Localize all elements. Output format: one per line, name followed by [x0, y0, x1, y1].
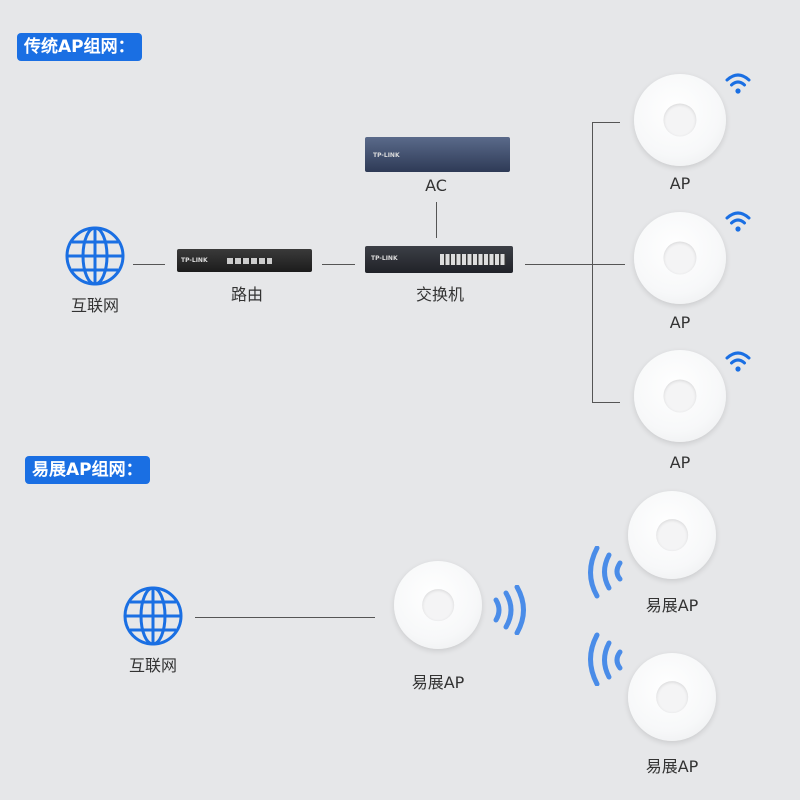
- ap-label: AP: [669, 174, 691, 193]
- link-line: [436, 202, 437, 238]
- link-line: [322, 264, 355, 265]
- mesh-ap: [628, 653, 716, 741]
- link-line: [592, 402, 620, 403]
- ap-device: [634, 212, 726, 304]
- internet-label: 互联网: [70, 296, 120, 315]
- router-device: TP-LINK: [177, 249, 312, 272]
- wifi-icon: [725, 211, 751, 232]
- mesh-ap-label: 易展AP: [645, 757, 699, 776]
- ap-label: AP: [669, 453, 691, 472]
- switch-label: 交换机: [415, 285, 465, 304]
- link-line: [133, 264, 165, 265]
- link-line: [592, 122, 620, 123]
- link-line: [195, 617, 375, 618]
- router-label: 路由: [230, 285, 264, 304]
- ap-device: [634, 350, 726, 442]
- link-line: [525, 264, 625, 265]
- wifi-icon: [725, 351, 751, 372]
- ac-label: AC: [425, 176, 447, 195]
- signal-waves-icon: [493, 585, 526, 635]
- mesh-section-title: 易展AP组网：: [25, 456, 150, 484]
- ap-label: AP: [669, 313, 691, 332]
- switch-device: TP-LINK: [365, 246, 513, 273]
- internet-label: 互联网: [128, 656, 178, 675]
- bracket-line: [592, 122, 593, 402]
- globe-icon: [65, 226, 125, 286]
- signal-waves-icon: [588, 632, 623, 686]
- mesh-ap: [628, 491, 716, 579]
- signal-waves-icon: [588, 546, 623, 599]
- traditional-section-title: 传统AP组网：: [17, 33, 142, 61]
- mesh-main-ap-label: 易展AP: [411, 673, 465, 692]
- globe-icon: [123, 586, 183, 646]
- ap-device: [634, 74, 726, 166]
- wifi-icon: [725, 73, 751, 94]
- ac-device: TP-LINK: [365, 137, 510, 172]
- mesh-ap-label: 易展AP: [645, 596, 699, 615]
- mesh-main-ap: [394, 561, 482, 649]
